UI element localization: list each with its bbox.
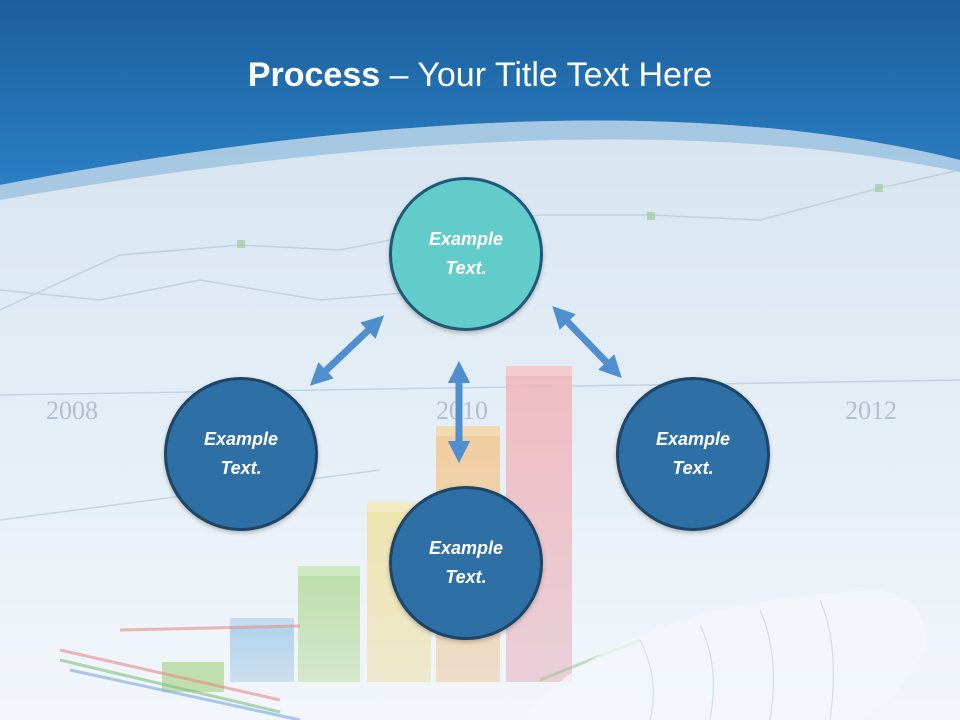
node-right-line1: Example <box>655 429 731 449</box>
process-node-left: Example Text. <box>164 377 318 531</box>
bar-green <box>298 572 360 682</box>
bottom-streaks <box>59 624 641 720</box>
title-bold: Process <box>247 56 381 94</box>
year-label-1: 2008 <box>46 396 98 425</box>
process-node-bottom: Example Text. <box>389 486 543 640</box>
title-rest: – Your Title Text Here <box>380 56 713 94</box>
year-label-3: 2012 <box>845 396 897 425</box>
bar-blue <box>230 624 294 682</box>
node-left-line2: Text. <box>220 458 262 478</box>
process-node-right: Example Text. <box>616 377 770 531</box>
node-bottom-line2: Text. <box>445 567 487 587</box>
node-top-line1: Example <box>428 229 504 249</box>
node-top-line2: Text. <box>445 258 487 278</box>
node-right-line2: Text. <box>672 458 714 478</box>
node-bottom-line1: Example <box>428 538 504 558</box>
process-node-top: Example Text. <box>389 177 543 331</box>
faint-dots <box>237 184 883 248</box>
slide-title: Process – Your Title Text Here <box>0 50 960 100</box>
year-label-2: 2010 <box>436 396 488 425</box>
node-left-line1: Example <box>203 429 279 449</box>
paper-curl <box>520 590 926 720</box>
header-band <box>0 0 960 185</box>
header-sheen <box>0 120 960 200</box>
